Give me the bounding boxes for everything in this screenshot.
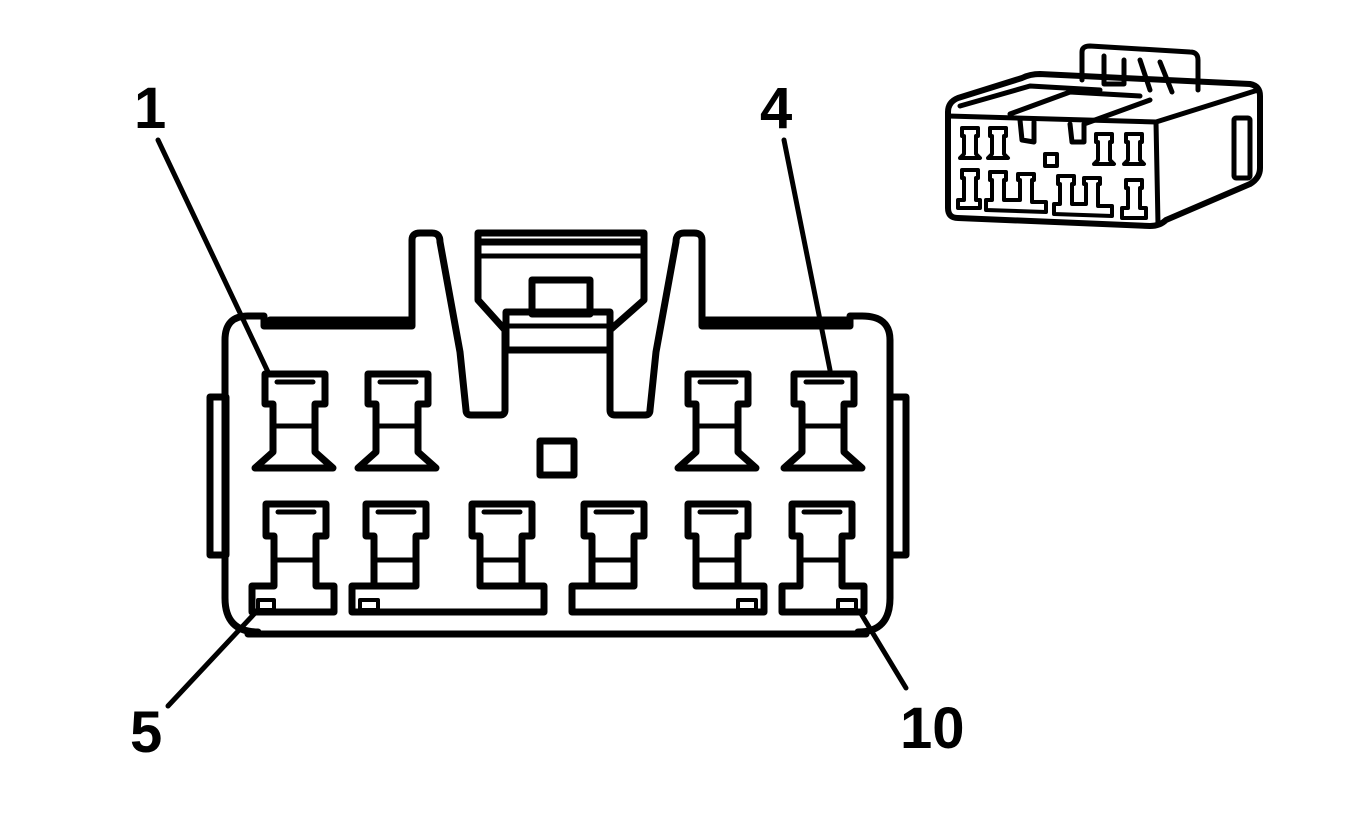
isometric-side-window — [1231, 115, 1253, 181]
leader-line-pin-10 — [857, 609, 909, 691]
connector-isometric-view — [945, 43, 1263, 229]
housing-side-rib-left — [206, 393, 230, 559]
isometric-latch — [1079, 43, 1201, 95]
cavity-pin-5 — [248, 500, 338, 616]
pin-label-10: 10 — [900, 696, 965, 761]
cavity-base-8-9 — [568, 582, 768, 616]
cavity-pin-6 — [362, 500, 430, 590]
leader-line-pin-1 — [155, 137, 271, 375]
pin-label-4: 4 — [760, 76, 792, 141]
isometric-cavities-top — [958, 126, 1146, 166]
cavity-pin-10 — [778, 500, 868, 616]
isometric-ribs — [957, 83, 1153, 145]
cavity-pin-3 — [674, 370, 760, 472]
isometric-top-right-edge — [1153, 87, 1261, 125]
pin-label-5: 5 — [130, 700, 162, 765]
isometric-front-top-edge — [945, 113, 1159, 125]
polarizing-key — [536, 437, 578, 479]
cavity-pin-1 — [251, 370, 337, 472]
leader-line-pin-4 — [781, 137, 833, 373]
locking-tab — [476, 238, 646, 354]
isometric-cavities-bottom — [956, 168, 1148, 220]
isometric-housing — [945, 71, 1263, 229]
pin-label-1: 1 — [134, 76, 166, 141]
cavity-pin-7 — [468, 500, 536, 590]
leader-line-pin-5 — [165, 609, 259, 709]
terminal-lock-9 — [736, 598, 758, 612]
cavity-pin-8 — [580, 500, 648, 590]
isometric-polarizing-key — [1043, 152, 1059, 168]
cavity-pin-2 — [354, 370, 440, 472]
isometric-front-right-edge — [1153, 119, 1161, 227]
cavity-base-6-7 — [348, 582, 548, 616]
cavity-pin-4 — [780, 370, 866, 472]
cavity-row-bottom — [248, 500, 868, 616]
terminal-lock-6 — [358, 598, 380, 612]
connector-face-view: 1 4 5 10 — [130, 76, 965, 765]
cavity-row-top — [251, 370, 866, 472]
cavity-pin-9 — [684, 500, 752, 590]
housing-side-rib-right — [886, 393, 910, 559]
connector-housing — [221, 229, 894, 636]
